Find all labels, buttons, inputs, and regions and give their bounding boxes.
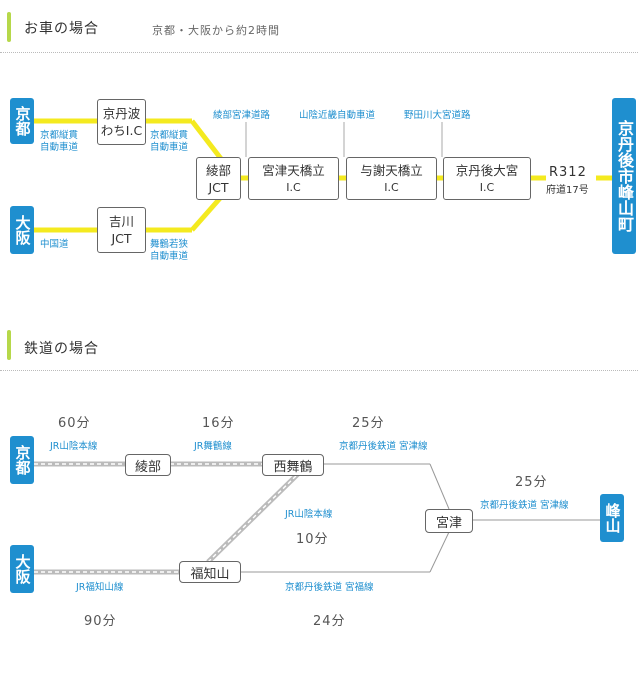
node-yosa-amanohashidate: 与謝天橋立 I.C: [346, 157, 437, 200]
time-24: 24分: [313, 614, 346, 629]
car-origin-osaka: 大阪: [10, 206, 34, 254]
time-25a: 25分: [352, 416, 385, 431]
line-jr-sanin-top: JR山陰本線: [50, 441, 98, 452]
label-kyoto-jukan-b2: 自動車道: [150, 142, 189, 153]
node-miyazu-amanohashidate: 宮津天橋立 I.C: [248, 157, 339, 200]
line-kyotango-miyazu: 京都丹後鉄道 宮津線: [339, 441, 428, 452]
line-jr-sanin-mid: JR山陰本線: [285, 509, 333, 520]
time-90: 90分: [84, 614, 117, 629]
line-kyotango-miyazu-2: 京都丹後鉄道 宮津線: [480, 500, 569, 511]
label-noda: 野田川大宮道路: [404, 110, 471, 121]
node-yosa-label1: 与謝天橋立: [360, 162, 423, 178]
station-fukuchiyama: 福知山: [179, 561, 241, 583]
time-10: 10分: [296, 532, 329, 547]
car-section-subtitle: 京都・大阪から約2時間: [152, 24, 280, 37]
station-miyazu: 宮津: [425, 509, 473, 533]
rail-divider: [0, 370, 638, 371]
node-ayabe-label2: JCT: [208, 179, 229, 195]
node-kyotango-label1: 京丹後大宮: [455, 162, 519, 178]
node-yoshikawa: 吉川 JCT: [97, 207, 146, 253]
car-destination: 京丹後市峰山町: [612, 98, 636, 254]
node-kyotanba-label1: 京丹波: [102, 106, 141, 121]
label-maizuru-2: 自動車道: [150, 251, 189, 262]
line-kyotango-miyafuku: 京都丹後鉄道 宮福線: [285, 582, 374, 593]
label-ayabe-miyazu: 綾部宮津道路: [213, 110, 271, 121]
car-divider: [0, 52, 638, 53]
time-16: 16分: [202, 416, 235, 431]
node-miyazu-label2: I.C: [286, 180, 301, 194]
node-ayabe-jct: 綾部 JCT: [196, 157, 241, 200]
station-ayabe: 綾部: [125, 454, 171, 476]
label-kyoto-jukan-b1: 京都縦貫: [150, 130, 189, 141]
car-section-title: お車の場合: [24, 21, 99, 37]
line-jr-maizuru: JR舞鶴線: [194, 441, 232, 452]
rail-section-bar: [7, 330, 11, 360]
node-kyotango-omiya: 京丹後大宮 I.C: [443, 157, 531, 200]
label-fudo17: 府道17号: [546, 185, 589, 196]
station-nishimaizuru: 西舞鶴: [262, 454, 324, 476]
time-25b: 25分: [515, 475, 548, 490]
label-kyoto-jukan-a2: 自動車道: [40, 142, 79, 153]
time-60: 60分: [58, 416, 91, 431]
node-miyazu-label1: 宮津天橋立: [262, 162, 325, 178]
node-yoshikawa-label1: 吉川: [108, 214, 134, 229]
node-yoshikawa-label2: JCT: [111, 231, 132, 246]
node-kyotango-label2: I.C: [479, 180, 495, 194]
line-jr-fukuchiyama: JR福知山線: [76, 582, 124, 593]
label-kyoto-jukan-a1: 京都縦貫: [40, 130, 79, 141]
rail-section-title: 鉄道の場合: [24, 341, 99, 357]
label-sanin-kinki: 山陰近畿自動車道: [299, 110, 376, 121]
node-ayabe-label1: 綾部: [205, 162, 231, 178]
rail-origin-osaka: 大阪: [10, 545, 34, 593]
node-yosa-label2: I.C: [384, 180, 399, 194]
label-maizuru-1: 舞鶴若狭: [150, 239, 189, 250]
label-r312: R312: [549, 165, 587, 180]
label-chugoku: 中国道: [40, 239, 69, 250]
node-kyotanba-wachi: 京丹波 わちI.C: [97, 99, 146, 145]
rail-destination-mineyama: 峰山: [600, 494, 624, 542]
car-origin-kyoto: 京都: [10, 98, 34, 144]
car-section-bar: [7, 12, 11, 42]
rail-origin-kyoto: 京都: [10, 436, 34, 484]
node-kyotanba-label2: わちI.C: [100, 123, 143, 138]
